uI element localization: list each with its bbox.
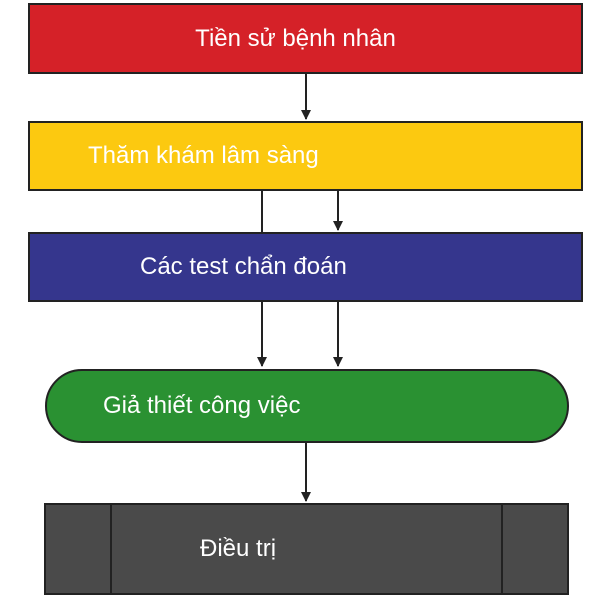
step-treatment-label: Điều trị bbox=[200, 535, 277, 562]
step-clinical-exam-label: Thăm khám lâm sàng bbox=[88, 142, 319, 169]
step-working-hypothesis: Giả thiết công việc bbox=[45, 369, 569, 443]
treatment-left-divider bbox=[110, 505, 112, 593]
step-clinical-exam: Thăm khám lâm sàng bbox=[28, 121, 583, 191]
step-diagnostic-tests: Các test chẩn đoán bbox=[28, 232, 583, 302]
step-patient-history-label: Tiền sử bệnh nhân bbox=[195, 24, 396, 52]
step-diagnostic-tests-label: Các test chẩn đoán bbox=[140, 253, 347, 280]
step-working-hypothesis-label: Giả thiết công việc bbox=[103, 392, 301, 419]
step-treatment: Điều trị bbox=[44, 503, 569, 595]
step-patient-history: Tiền sử bệnh nhân bbox=[28, 3, 583, 74]
treatment-right-divider bbox=[501, 505, 503, 593]
